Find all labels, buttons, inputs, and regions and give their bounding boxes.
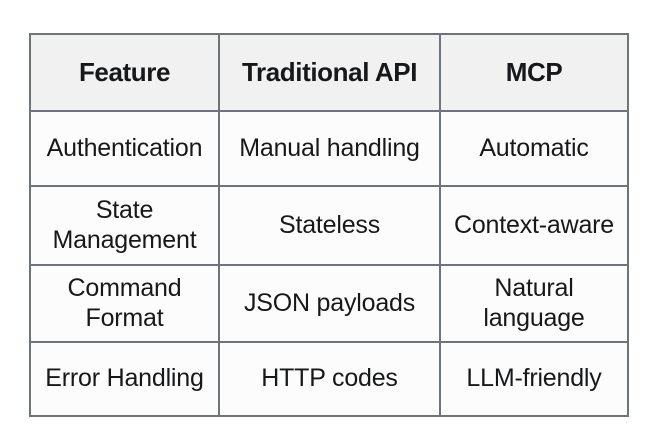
- cell-mcp-authentication: Automatic: [439, 110, 629, 187]
- cell-feature-authentication: Authentication: [29, 110, 220, 187]
- table-row-state-management: State Management Stateless Context-aware: [29, 185, 629, 266]
- cell-traditional-api-error-handling: HTTP codes: [218, 341, 441, 417]
- table-header-row: Feature Traditional API MCP: [29, 33, 629, 112]
- column-header-mcp: MCP: [439, 33, 629, 112]
- cell-traditional-api-state-management: Stateless: [218, 185, 441, 266]
- table-row-command-format: Command Format JSON payloads Natural lan…: [29, 264, 629, 343]
- column-header-traditional-api: Traditional API: [218, 33, 441, 112]
- cell-feature-error-handling: Error Handling: [29, 341, 220, 417]
- cell-mcp-error-handling: LLM-friendly: [439, 341, 629, 417]
- table-row-authentication: Authentication Manual handling Automatic: [29, 110, 629, 187]
- cell-feature-state-management: State Management: [29, 185, 220, 266]
- column-header-feature: Feature: [29, 33, 220, 112]
- table-row-error-handling: Error Handling HTTP codes LLM-friendly: [29, 341, 629, 417]
- cell-traditional-api-authentication: Manual handling: [218, 110, 441, 187]
- cell-traditional-api-command-format: JSON payloads: [218, 264, 441, 343]
- cell-feature-command-format: Command Format: [29, 264, 220, 343]
- cell-mcp-state-management: Context-aware: [439, 185, 629, 266]
- comparison-table: Feature Traditional API MCP Authenticati…: [29, 33, 629, 417]
- cell-mcp-command-format: Natural language: [439, 264, 629, 343]
